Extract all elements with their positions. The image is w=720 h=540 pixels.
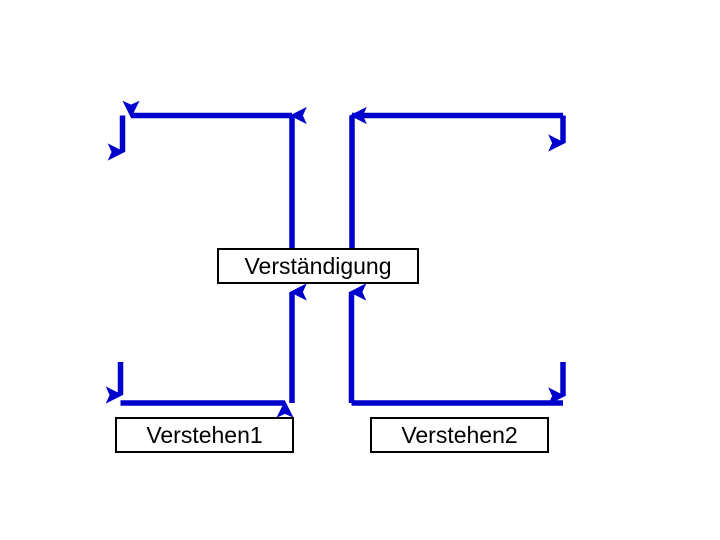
node-verstehen1-label: Verstehen1 (146, 421, 263, 448)
node-verstaendigung-label: Verständigung (244, 252, 392, 279)
node-verstehen2[interactable]: Verstehen2 (370, 417, 549, 453)
node-verstehen2-label: Verstehen2 (401, 421, 518, 448)
node-verstehen1[interactable]: Verstehen1 (115, 417, 294, 453)
node-verstaendigung[interactable]: Verständigung (217, 248, 419, 284)
